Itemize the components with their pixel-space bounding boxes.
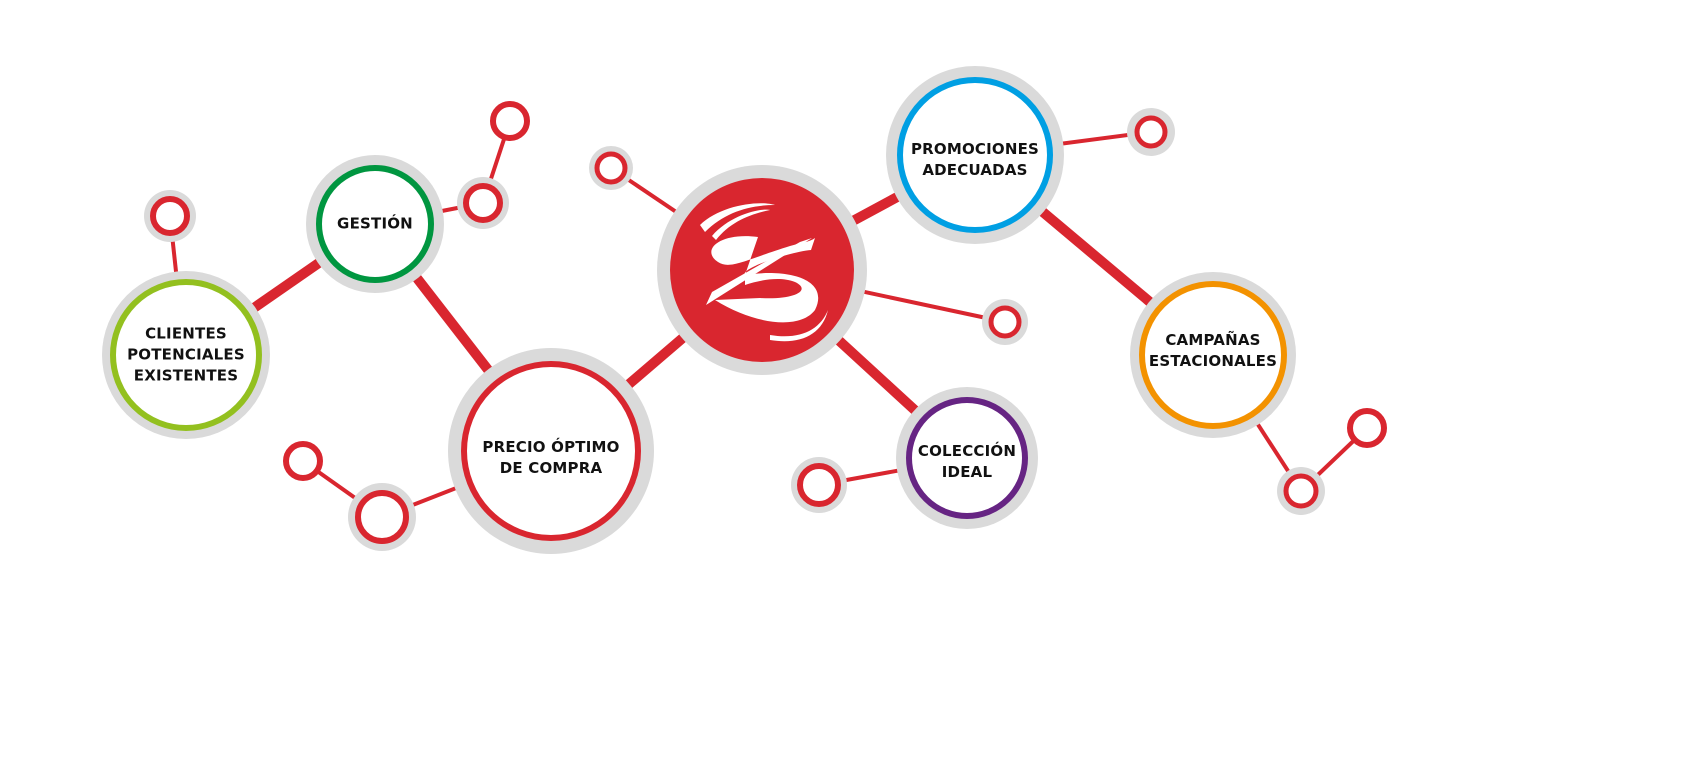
- logo-swoosh-icon: [700, 203, 828, 342]
- node-precio: [448, 348, 654, 554]
- node-label-promociones: PROMOCIONES ADECUADAS: [910, 140, 1040, 179]
- node-label-clientes: CLIENTES POTENCIALES EXISTENTES: [127, 324, 245, 385]
- node-campanas: [1130, 272, 1296, 438]
- logo-hub: [657, 165, 867, 375]
- node-clientes: [102, 271, 270, 439]
- node-label-gestion: GESTIÓN: [337, 214, 413, 233]
- node-label-coleccion: COLECCIÓN IDEAL: [917, 442, 1017, 481]
- satellite-node: [457, 177, 509, 229]
- node-promociones: [886, 66, 1064, 244]
- node-coleccion: [896, 387, 1038, 529]
- satellite-node: [982, 299, 1028, 345]
- satellite-node: [589, 146, 633, 190]
- satellite-node: [791, 457, 847, 513]
- satellite-node: [1347, 408, 1387, 448]
- satellite-node: [348, 483, 416, 551]
- satellite-node: [144, 190, 196, 242]
- node-gestion: [306, 155, 444, 293]
- node-label-precio: PRECIO ÓPTIMO DE COMPRA: [482, 438, 620, 477]
- satellite-nodes: [144, 101, 1387, 551]
- satellite-node: [1127, 108, 1175, 156]
- satellite-node: [283, 441, 323, 481]
- satellite-node: [1277, 467, 1325, 515]
- node-label-campanas: CAMPAÑAS ESTACIONALES: [1148, 331, 1278, 370]
- satellite-node: [490, 101, 530, 141]
